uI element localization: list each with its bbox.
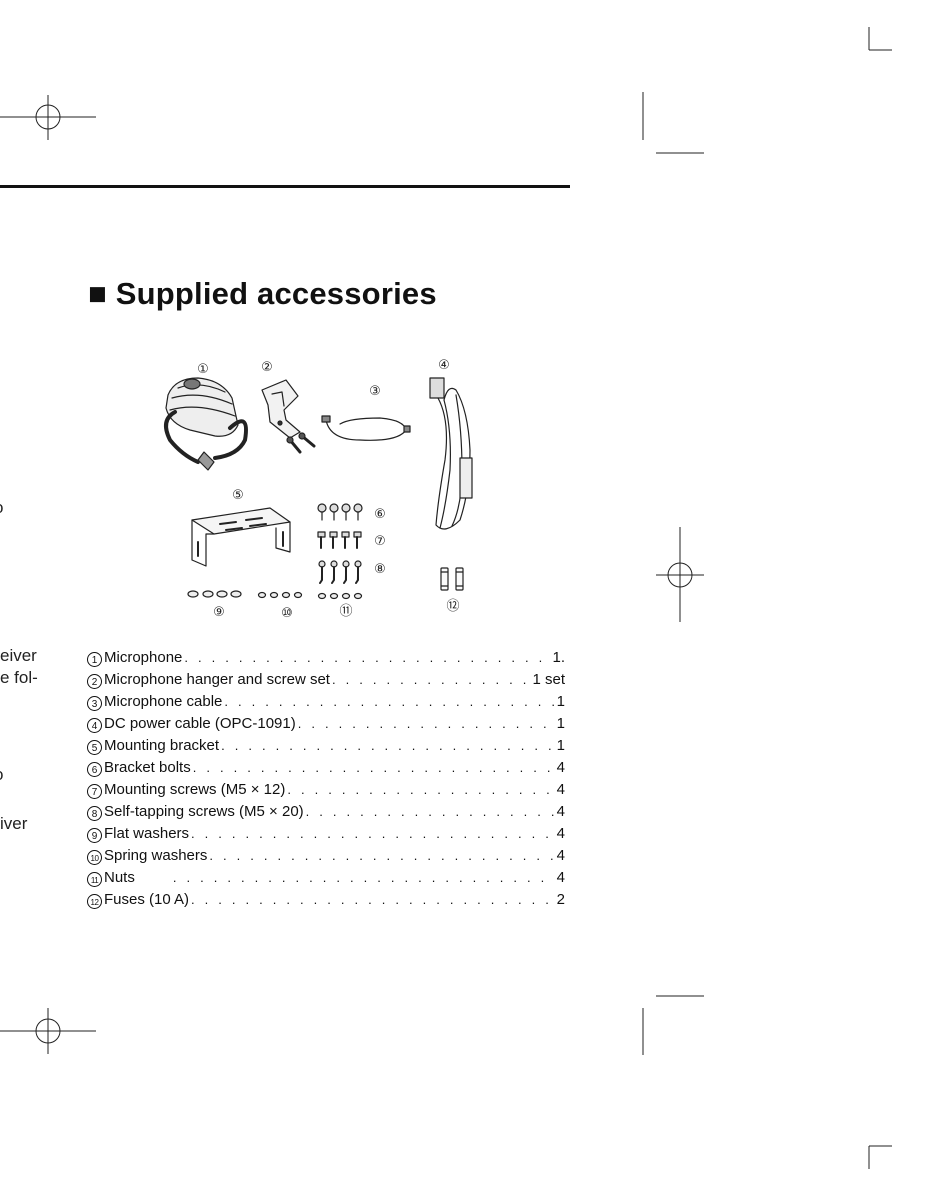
callout-12: ⑫ <box>446 599 459 614</box>
leader-dots: . . . . . . . . . . . . . . . . . . . . … <box>221 738 555 753</box>
item-label: Spring washers <box>104 847 208 864</box>
nuts-drawing <box>317 592 363 600</box>
list-item: 9 Flat washers . . . . . . . . . . . . .… <box>87 825 565 847</box>
leader-dots: . . . . . . . . . . . . . . . . . . . . … <box>287 782 554 797</box>
item-label: Self-tapping screws (M5 × 20) <box>104 803 304 820</box>
microphone-drawing <box>164 377 248 471</box>
item-number: 5 <box>87 740 102 755</box>
fuses-drawing <box>440 567 464 591</box>
flat-washers-drawing <box>187 590 242 598</box>
leader-dots: . . . . . . . . . . . . . . . . . . . . … <box>184 650 550 665</box>
item-quantity: 4 <box>556 847 565 864</box>
item-label: Fuses (10 A) <box>104 891 190 908</box>
item-quantity: 1 <box>556 693 565 710</box>
list-item: 6 Bracket bolts . . . . . . . . . . . . … <box>87 759 565 781</box>
registration-target <box>0 95 96 140</box>
item-label: Microphone <box>104 649 183 666</box>
list-item: 2 Microphone hanger and screw set . . . … <box>87 671 565 693</box>
header-rule <box>0 185 570 188</box>
list-item: 10 Spring washers . . . . . . . . . . . … <box>87 847 565 869</box>
item-number: 9 <box>87 828 102 843</box>
edge-text: o <box>0 498 3 518</box>
edge-text: o <box>0 765 3 785</box>
item-number: 2 <box>87 674 102 689</box>
item-label: Nuts <box>104 869 135 886</box>
callout-7: ⑦ <box>374 534 386 549</box>
hanger-drawing <box>261 379 316 454</box>
item-number: 8 <box>87 806 102 821</box>
callout-6: ⑥ <box>374 507 386 522</box>
mounting-bracket-drawing <box>191 507 291 567</box>
microphone-cable-drawing <box>321 415 411 441</box>
callout-1: ① <box>197 362 209 377</box>
item-number: 4 <box>87 718 102 733</box>
item-quantity: 1 set <box>532 671 565 688</box>
callout-4: ④ <box>438 358 450 373</box>
item-label: Flat washers <box>104 825 190 842</box>
leader-dots: . . . . . . . . . . . . . . . . . . . . … <box>297 716 555 731</box>
item-quantity: 4 <box>556 869 565 886</box>
list-item: 7 Mounting screws (M5 × 12) . . . . . . … <box>87 781 565 803</box>
leader-dots: . . . . . . . . . . . . . . . . . . . . … <box>224 694 554 709</box>
item-label: Microphone cable <box>104 693 223 710</box>
leader-dots: . . . . . . . . . . . . . . . . . . . . … <box>191 826 555 841</box>
list-item: 11 Nuts . . . . . . . . . . . . . . . . … <box>87 869 565 891</box>
leader-dots: . . . . . . . . . . . . . . . . . . . . … <box>331 672 531 687</box>
item-label: Mounting bracket <box>104 737 220 754</box>
item-quantity: 1 <box>556 715 565 732</box>
section-title: ■ Supplied accessories <box>88 276 437 311</box>
edge-text: e fol- <box>0 668 38 687</box>
item-quantity: 2 <box>556 891 565 908</box>
callout-8: ⑧ <box>374 562 386 577</box>
list-item: 3 Microphone cable . . . . . . . . . . .… <box>87 693 565 715</box>
leader-dots: . . . . . . . . . . . . . . . . . . . . … <box>191 892 555 907</box>
callout-10: ⑩ <box>281 606 293 621</box>
item-number: 11 <box>87 872 102 887</box>
callout-5: ⑤ <box>232 488 244 503</box>
item-label: Bracket bolts <box>104 759 191 776</box>
item-quantity: 4 <box>556 825 565 842</box>
leader-dots: . . . . . . . . . . . . . . . . . . . . … <box>305 804 555 819</box>
item-label: Mounting screws (M5 × 12) <box>104 781 286 798</box>
accessories-list: 1 Microphone . . . . . . . . . . . . . .… <box>87 649 565 913</box>
leader-dots: . . . . . . . . . . . . . . . . . . . . … <box>172 870 555 885</box>
callout-2: ② <box>261 360 273 375</box>
self-tapping-screws-drawing <box>318 560 362 584</box>
item-number: 7 <box>87 784 102 799</box>
registration-target <box>0 1008 96 1054</box>
item-number: 12 <box>87 894 102 909</box>
item-label: Microphone hanger and screw set <box>104 671 330 688</box>
item-quantity: 1. <box>552 649 565 666</box>
item-quantity: 4 <box>556 781 565 798</box>
list-item: 4 DC power cable (OPC-1091) . . . . . . … <box>87 715 565 737</box>
registration-target <box>656 527 704 622</box>
callout-3: ③ <box>369 384 381 399</box>
dc-power-cable-drawing <box>429 377 473 530</box>
list-item: 1 Microphone . . . . . . . . . . . . . .… <box>87 649 565 671</box>
list-item: 12 Fuses (10 A) . . . . . . . . . . . . … <box>87 891 565 913</box>
spring-washers-drawing <box>257 591 303 599</box>
item-number: 1 <box>87 652 102 667</box>
leader-dots: . . . . . . . . . . . . . . . . . . . . … <box>209 848 554 863</box>
item-number: 3 <box>87 696 102 711</box>
item-label: DC power cable (OPC-1091) <box>104 715 296 732</box>
callout-11: ⑪ <box>339 604 352 619</box>
item-quantity: 1 <box>556 737 565 754</box>
edge-text: eiver <box>0 646 37 665</box>
callout-9: ⑨ <box>213 605 225 620</box>
list-item: 5 Mounting bracket . . . . . . . . . . .… <box>87 737 565 759</box>
bracket-bolts-drawing <box>317 503 363 521</box>
item-number: 6 <box>87 762 102 777</box>
item-quantity: 4 <box>556 759 565 776</box>
mounting-screws-drawing <box>317 531 362 549</box>
item-quantity: 4 <box>556 803 565 820</box>
list-item: 8 Self-tapping screws (M5 × 20) . . . . … <box>87 803 565 825</box>
leader-dots: . . . . . . . . . . . . . . . . . . . . … <box>192 760 555 775</box>
edge-text: iver <box>0 814 28 833</box>
item-number: 10 <box>87 850 102 865</box>
